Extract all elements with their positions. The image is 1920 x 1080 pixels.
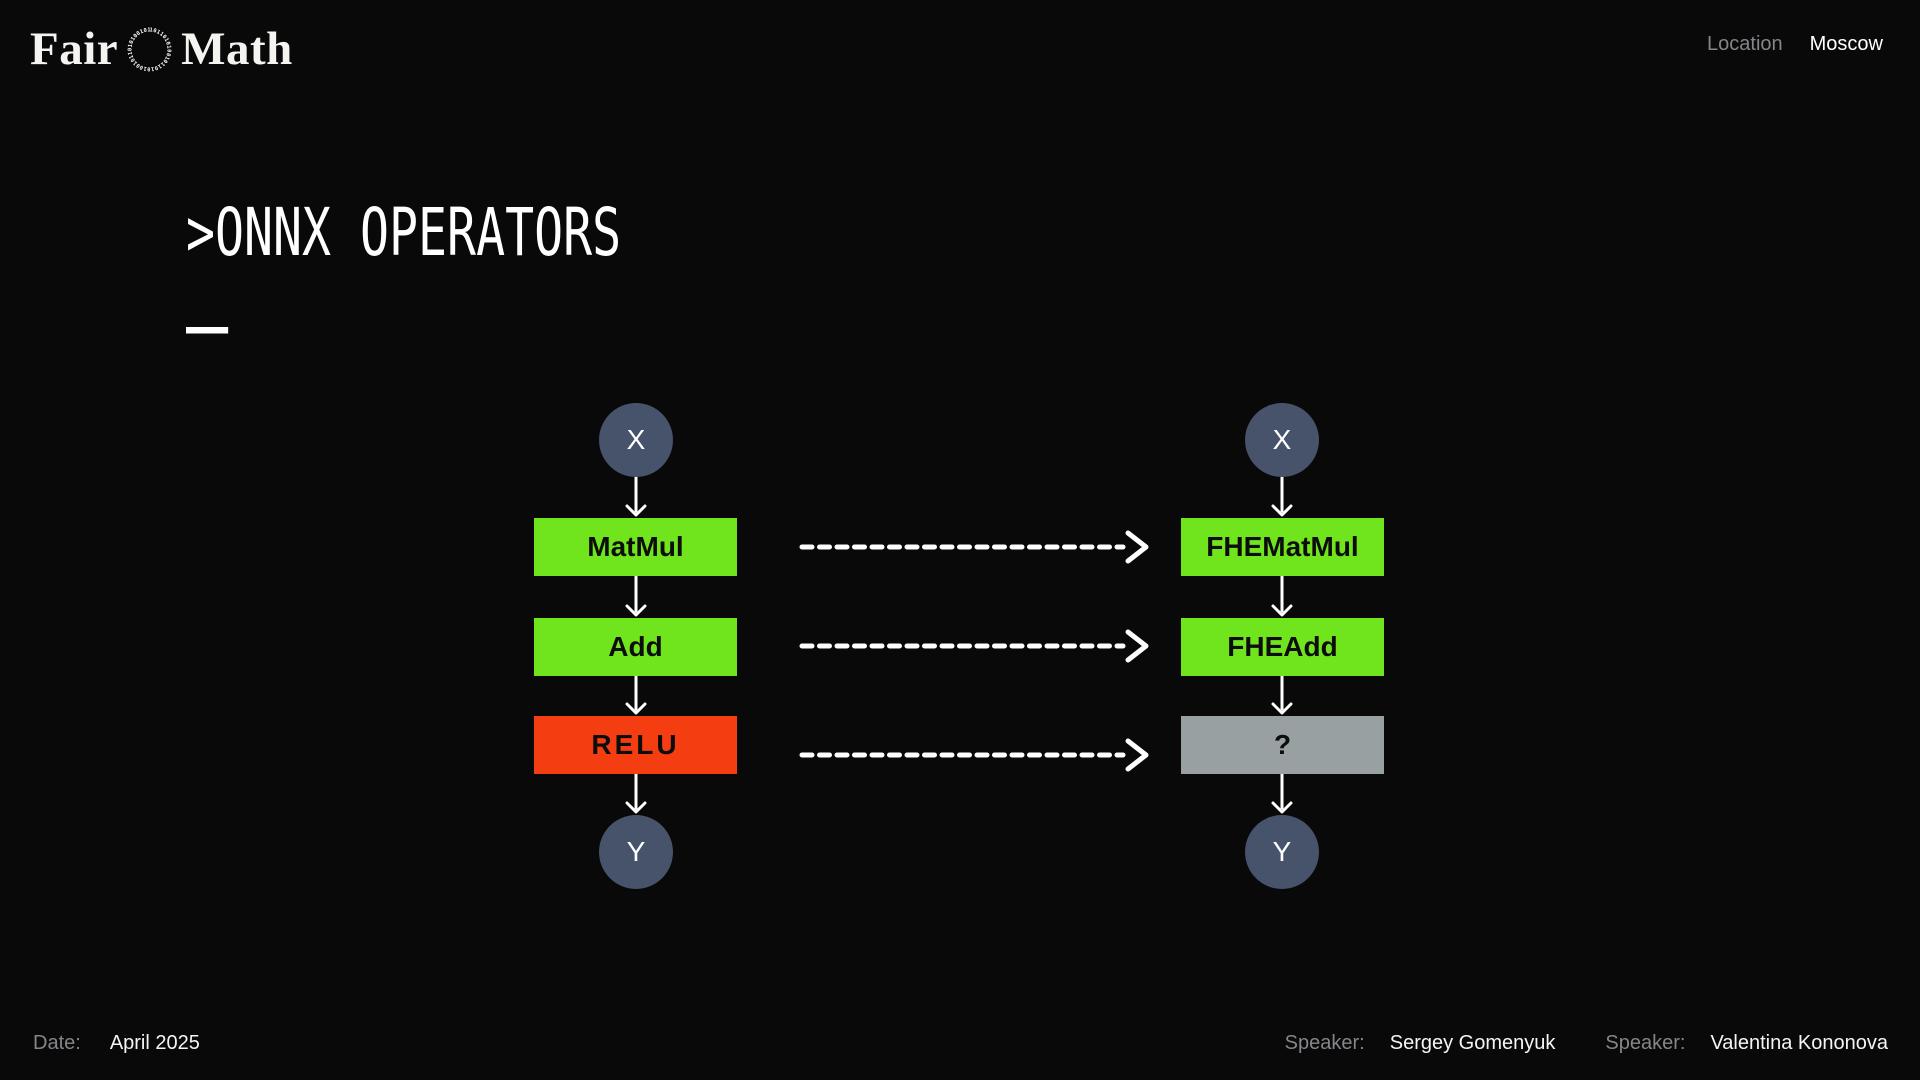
footer-speakers: Speaker: Sergey Gomenyuk Speaker: Valent… (1285, 1032, 1888, 1055)
binary-ring-text: 1011010100101101010010110101001011 (125, 25, 171, 72)
mapping-dashed-arrows (799, 530, 1149, 772)
page-title-text: >ONNX OPERATORS (186, 194, 622, 271)
logo-word-math: Math (181, 23, 293, 75)
right-input-label: X (1272, 424, 1292, 455)
location-block: Location Moscow (1707, 33, 1883, 56)
op-unknown: ? (1181, 716, 1384, 774)
op-matmul: MatMul (534, 518, 737, 576)
speaker-1: Speaker: Sergey Gomenyuk (1285, 1032, 1556, 1055)
svg-text:101101010010110101001011010100: 1011010100101101010010110101001011 (125, 25, 172, 72)
op-relu: RELU (534, 716, 737, 774)
left-input-node: X (599, 403, 673, 477)
right-output-node: Y (1245, 815, 1319, 889)
op-matmul-label: MatMul (587, 531, 684, 562)
page-title: >ONNX OPERATORS (186, 194, 782, 271)
speaker-1-value: Sergey Gomenyuk (1389, 1032, 1556, 1054)
date-label: Date: (33, 1032, 81, 1054)
op-add: Add (534, 618, 737, 676)
right-output-label: Y (1272, 836, 1292, 867)
fairmath-logo: Fair 1011010100101101010010110101001011 … (30, 22, 293, 76)
left-output-node: Y (599, 815, 673, 889)
speaker-2: Speaker: Valentina Kononova (1605, 1032, 1888, 1055)
op-unknown-label: ? (1273, 729, 1292, 760)
binary-ring-icon: 1011010100101101010010110101001011 (125, 25, 172, 72)
footer-date: Date: April 2025 (33, 1032, 200, 1055)
date-value: April 2025 (109, 1032, 200, 1054)
op-fheadd-label: FHEAdd (1227, 631, 1338, 662)
op-fheadd: FHEAdd (1181, 618, 1384, 676)
left-input-label: X (626, 424, 646, 455)
left-output-label: Y (626, 836, 646, 867)
right-input-node: X (1245, 403, 1319, 477)
logo-word-fair: Fair (30, 23, 119, 75)
op-fhematmul-label: FHEMatMul (1206, 531, 1359, 562)
op-add-label: Add (608, 631, 663, 662)
location-label: Location (1707, 33, 1783, 55)
speaker-2-label: Speaker: (1605, 1032, 1686, 1054)
location-value: Moscow (1809, 33, 1883, 55)
speaker-1-label: Speaker: (1284, 1032, 1365, 1054)
op-fhematmul: FHEMatMul (1181, 518, 1384, 576)
op-relu-label: RELU (591, 729, 680, 760)
speaker-2-value: Valentina Kononova (1710, 1032, 1888, 1054)
title-cursor: _ (186, 252, 229, 334)
